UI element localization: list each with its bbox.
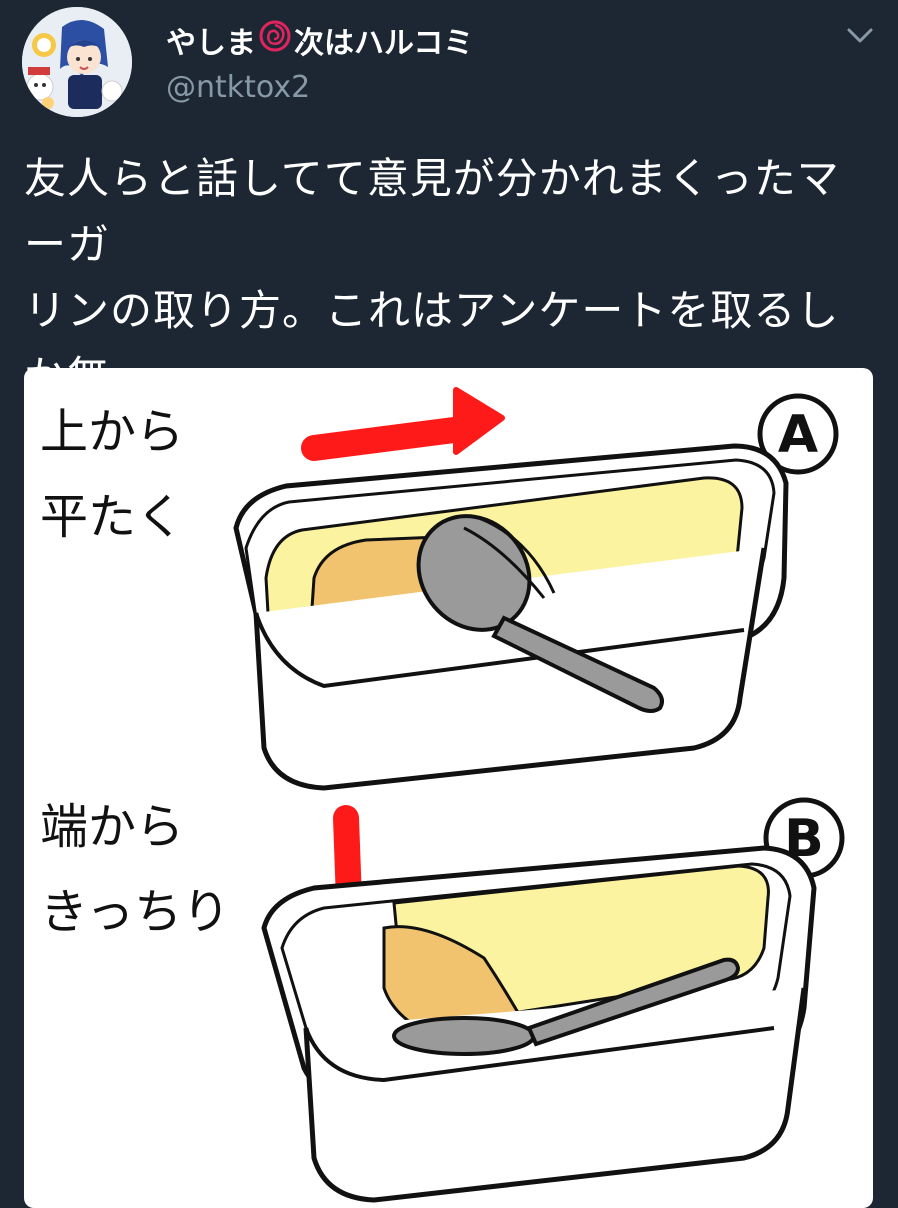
panel-a-badge-text: A: [778, 405, 818, 465]
avatar-illustration: [22, 7, 132, 117]
avatar[interactable]: [22, 7, 132, 117]
tweet-media-image[interactable]: 上から 平たく A: [24, 368, 873, 1208]
spoon-a: [416, 514, 664, 713]
spoon-b: [392, 957, 741, 1056]
display-name-suffix: 次はハルコミ: [294, 26, 474, 61]
chevron-down-icon[interactable]: [846, 26, 874, 46]
panel-a-badge-circle: [757, 393, 839, 475]
user-handle[interactable]: @ntktox2: [166, 70, 311, 105]
margarine-illustration: 上から 平たく A: [40, 387, 845, 1203]
display-name-text: やしま: [166, 26, 256, 61]
rose-emoji-icon: [258, 19, 292, 61]
panel-b-label-line2: きっちり: [40, 884, 230, 940]
arrow-right-icon: [301, 387, 505, 461]
display-name[interactable]: やしま 次はハルコミ: [166, 18, 473, 62]
panel-a-label-line1: 上から: [40, 404, 184, 460]
panel-a-label-line2: 平たく: [40, 489, 184, 545]
panel-b-label-line1: 端から: [40, 799, 184, 855]
